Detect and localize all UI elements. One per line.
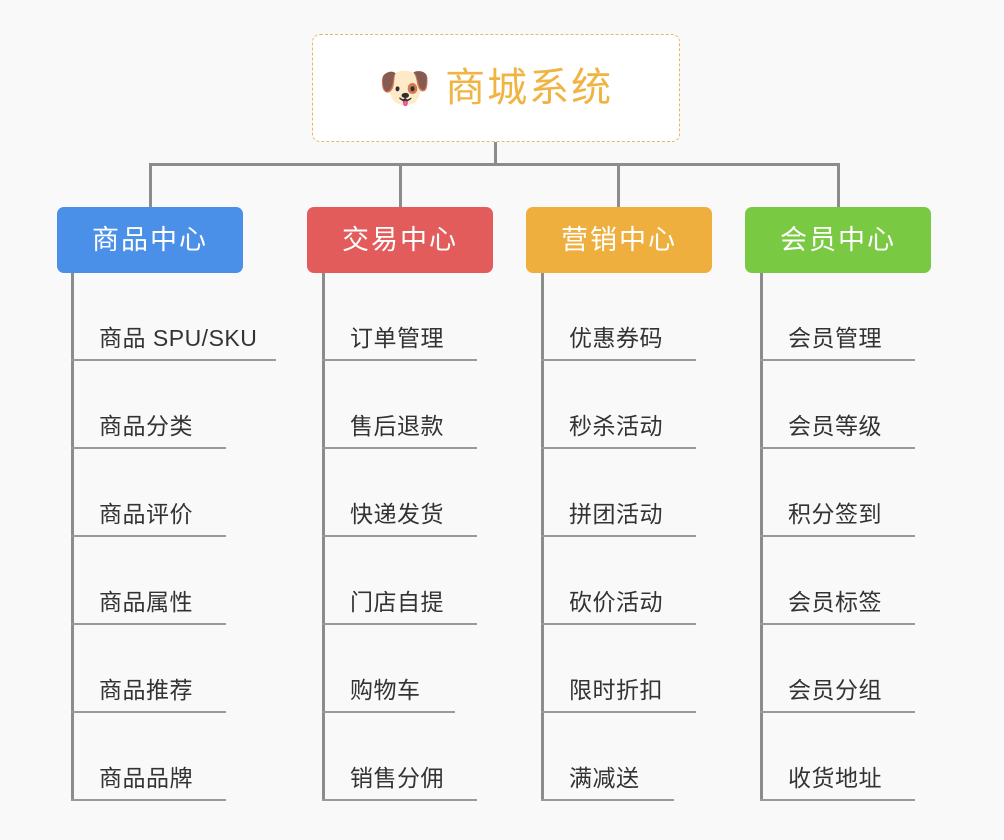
leaf-item-label: 售后退款 [350,413,444,439]
leaf-item[interactable]: 商品评价 [71,449,301,537]
leaf-item[interactable]: 限时折扣 [541,625,771,713]
leaf-item[interactable]: 会员分组 [760,625,990,713]
leaf-item-label: 商品推荐 [99,677,193,703]
leaf-item-rule [760,535,915,537]
connector-drop-4 [837,163,840,208]
leaf-item-rule [322,799,477,801]
leaf-item-label: 会员分组 [788,677,882,703]
leaf-item-label: 商品分类 [99,413,193,439]
leaf-item[interactable]: 订单管理 [322,273,552,361]
leaf-item[interactable]: 商品推荐 [71,625,301,713]
leaf-item-label: 订单管理 [350,325,444,351]
leaf-item-rule [541,711,696,713]
leaf-item-rule [71,359,276,361]
leaf-item-label: 会员等级 [788,413,882,439]
branch-node-3-label: 营销中心 [561,224,677,255]
leaf-item[interactable]: 积分签到 [760,449,990,537]
connector-horizontal-bus [149,163,840,166]
branch-node-1[interactable]: 商品中心 [57,207,243,273]
leaf-item-rule [322,447,477,449]
leaf-item-label: 销售分佣 [350,765,444,791]
leaf-item[interactable]: 购物车 [322,625,552,713]
leaf-item-label: 商品属性 [99,589,193,615]
leaf-item-rule [541,623,696,625]
leaf-item[interactable]: 优惠券码 [541,273,771,361]
leaf-trunk-1 [71,273,74,801]
leaf-item-rule [322,535,477,537]
leaf-item-label: 限时折扣 [569,677,663,703]
leaf-item-rule [71,535,226,537]
branch-node-4-label: 会员中心 [780,224,896,255]
root-node-label: 商城系统 [445,66,614,110]
leaf-item-label: 秒杀活动 [569,413,663,439]
leaf-item-rule [760,623,915,625]
leaf-item-label: 优惠券码 [569,325,663,351]
leaf-item-rule [71,711,226,713]
branch-node-1-label: 商品中心 [92,224,208,255]
connector-root-stem [494,142,497,165]
leaf-item[interactable]: 秒杀活动 [541,361,771,449]
leaf-trunk-4 [760,273,763,801]
leaf-item-rule [322,623,477,625]
leaf-trunk-3 [541,273,544,801]
branch-node-2-label: 交易中心 [342,224,458,255]
leaf-item-rule [322,711,455,713]
dog-face-icon: 🐶 [378,64,432,111]
leaf-item-rule [71,799,226,801]
branch-node-4[interactable]: 会员中心 [745,207,931,273]
leaf-item-rule [322,359,477,361]
leaf-item-rule [541,799,674,801]
leaf-item[interactable]: 收货地址 [760,713,990,801]
leaf-item-label: 会员标签 [788,589,882,615]
leaf-item[interactable]: 商品品牌 [71,713,301,801]
connector-drop-1 [149,163,152,208]
leaf-item-label: 商品 SPU/SKU [99,325,258,351]
leaf-item-rule [541,447,696,449]
leaf-item-rule [541,359,696,361]
leaf-item[interactable]: 快递发货 [322,449,552,537]
leaf-item-label: 商品品牌 [99,765,193,791]
leaf-item[interactable]: 满减送 [541,713,771,801]
leaf-item[interactable]: 会员标签 [760,537,990,625]
leaf-item-rule [760,711,915,713]
connector-drop-3 [617,163,620,208]
leaf-item-rule [71,447,226,449]
leaf-item-rule [760,799,915,801]
leaf-item-label: 会员管理 [788,325,882,351]
leaf-item-label: 收货地址 [788,765,882,791]
leaf-item[interactable]: 会员等级 [760,361,990,449]
leaf-item-label: 积分签到 [788,501,882,527]
root-node[interactable]: 🐶 商城系统 [312,34,680,142]
leaf-item[interactable]: 商品分类 [71,361,301,449]
leaf-item-rule [541,535,696,537]
leaf-item-label: 门店自提 [350,589,444,615]
leaf-item[interactable]: 砍价活动 [541,537,771,625]
leaf-item-rule [760,447,915,449]
leaf-item-label: 快递发货 [350,501,444,527]
leaf-item[interactable]: 售后退款 [322,361,552,449]
branch-node-3[interactable]: 营销中心 [526,207,712,273]
leaf-item-label: 满减送 [569,765,640,791]
leaf-item[interactable]: 商品 SPU/SKU [71,273,301,361]
leaf-item[interactable]: 拼团活动 [541,449,771,537]
leaf-item-rule [71,623,226,625]
leaf-item-label: 商品评价 [99,501,193,527]
leaf-item[interactable]: 会员管理 [760,273,990,361]
leaf-item-rule [760,359,915,361]
branch-node-2[interactable]: 交易中心 [307,207,493,273]
leaf-item-label: 砍价活动 [569,589,663,615]
leaf-item-label: 购物车 [350,677,421,703]
leaf-item[interactable]: 商品属性 [71,537,301,625]
leaf-trunk-2 [322,273,325,801]
leaf-item[interactable]: 销售分佣 [322,713,552,801]
connector-drop-2 [399,163,402,208]
leaf-item-label: 拼团活动 [569,501,663,527]
leaf-item[interactable]: 门店自提 [322,537,552,625]
